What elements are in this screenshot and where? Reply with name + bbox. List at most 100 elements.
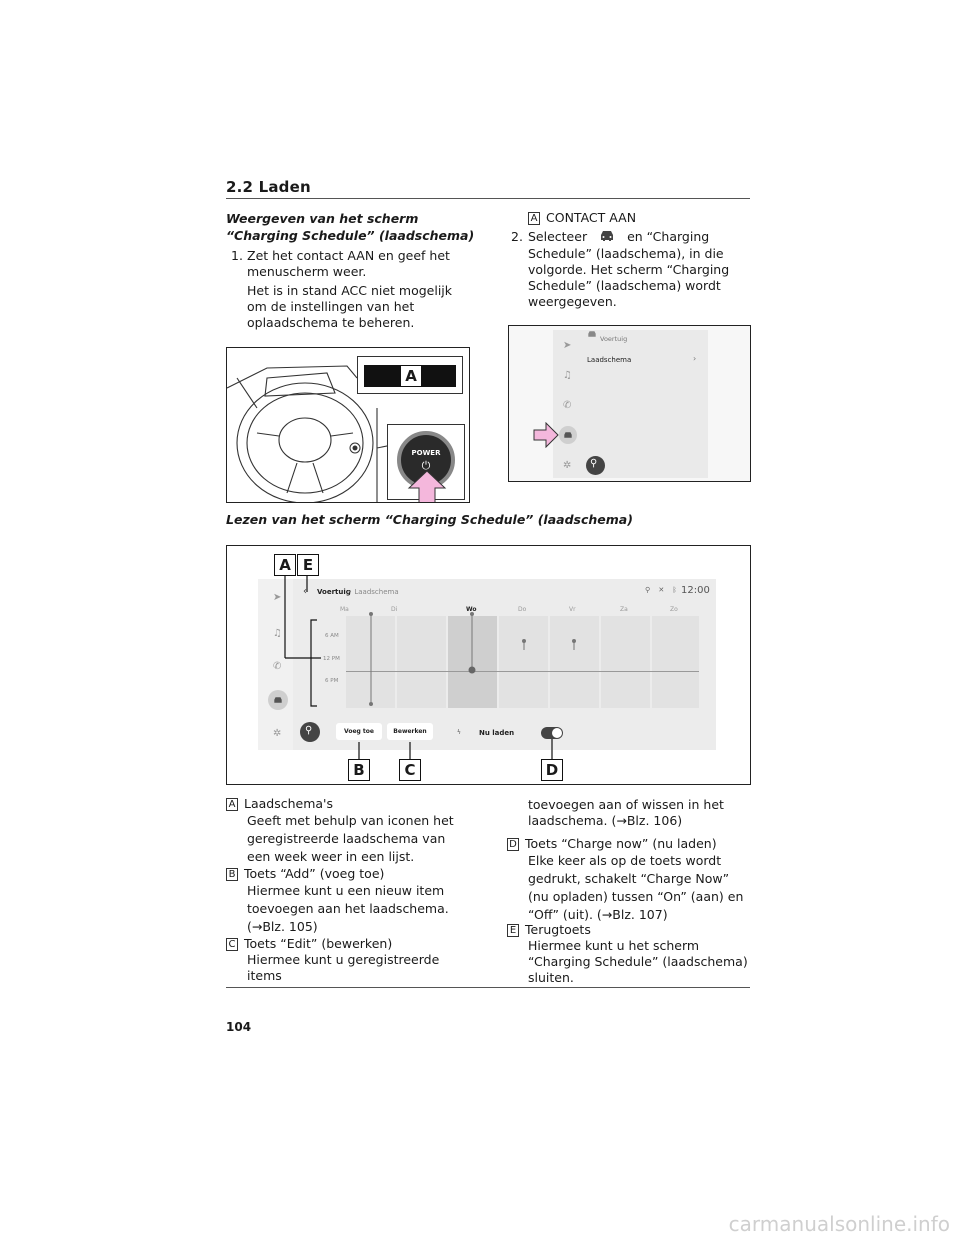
footer-rule [226,987,750,988]
day-do: Do [518,606,527,613]
label-a-row: A CONTACT AAN [528,210,636,226]
day-di: Di [391,606,398,613]
menu-header: Voertuig [600,335,628,343]
car-icon [599,229,615,246]
vehicle-menu-button[interactable] [559,426,577,444]
fig3-label-a: A [274,554,296,576]
legend-b-key: B [226,868,238,881]
step2-post: en “Charging Schedule” (laadschema), in … [528,229,730,309]
callout-label-a: A [400,365,422,387]
label-a-key: A [528,212,540,225]
time-6am: 6 AM [325,633,339,639]
add-button[interactable]: Voeg toe [336,723,382,740]
search-icon: ⚲ [305,725,313,736]
column-vr[interactable] [550,616,599,708]
fig3-label-e: E [297,554,319,576]
step1-text: Zet het contact AAN en geef het menusche… [247,248,450,279]
label-a-text: CONTACT AAN [546,210,637,225]
callout-box: A [357,356,463,394]
legend-a-title: Laadschema's [244,796,334,811]
legend-d: D Toets “Charge now” (nu laden) Elke keer… [507,836,751,924]
legend-d-title: Toets “Charge now” (nu laden) [525,836,717,851]
reading-heading: Lezen van het scherm “Charging Schedule”… [226,512,633,527]
charge-plug-icon: ⚲ [645,586,651,594]
day-vr: Vr [569,606,576,613]
gear-icon[interactable]: ✲ [563,460,572,471]
section-title: 2.2 Laden [226,178,311,196]
navigation-icon[interactable]: ➤ [563,340,572,351]
search-button[interactable]: ⚲ [300,722,320,742]
signal-off-icon: ✕ [658,586,665,594]
vehicle-menu-button[interactable] [268,690,288,710]
search-icon: ⚲ [590,458,598,469]
phone-icon[interactable]: ✆ [563,400,572,411]
music-icon[interactable]: ♫ [273,628,282,639]
day-zo: Zo [670,606,678,613]
pink-arrow-up-icon [407,470,447,502]
time-12pm: 12 PM [323,656,340,662]
legend-c-continued: toevoegen aan of wissen in het laadschem… [528,797,724,828]
step1-note: Het is in stand ACC niet mogelijk om de … [247,283,453,330]
header-crumb: • Laadschema [348,588,399,596]
column-di[interactable] [397,616,446,708]
legend-d-key: D [507,838,519,851]
navigation-icon[interactable]: ➤ [273,592,282,603]
figure-schedule-screen: ➤ ♫ ✆ ✲ ‹ Voertuig • Laadschema ⚲ ✕ ᛒ 12… [226,545,751,785]
watermark: carmanualsonline.info [728,1212,950,1236]
legend-d-text: Elke keer als op de toets wordt gedrukt,… [528,853,744,922]
day-wo: Wo [466,606,477,613]
legend-b-text: Hiermee kunt u een nieuw item toevoegen … [247,883,449,934]
screen-area [553,330,708,478]
step1-number: 1. [231,248,243,263]
car-icon [274,697,282,703]
left-heading: Weergeven van het scherm “Charging Sched… [226,211,475,243]
figure-menu-screen: ➤ ♫ ✆ ✲ Voertuig Laadschema › ⚲ [508,325,751,482]
power-symbol-icon: ⏻ [421,459,431,472]
bolt-icon: ϟ [457,729,461,736]
callout-lines [284,574,553,760]
charge-now-label: Nu laden [479,729,515,737]
legend-a-key: A [226,798,238,811]
legend-b-title: Toets “Add” (voeg toe) [244,866,385,881]
header-title: Voertuig [317,588,351,596]
search-button[interactable]: ⚲ [586,456,605,475]
legend-b: B Toets “Add” (voeg toe) Hiermee kunt u e… [226,866,470,936]
back-button[interactable]: ‹ [303,586,307,597]
bluetooth-icon: ᛒ [672,586,677,594]
fig3-label-b: B [348,759,370,781]
gear-icon[interactable]: ✲ [273,728,282,739]
toggle-knob [552,728,562,738]
music-icon[interactable]: ♫ [563,370,572,381]
schedule-grid [346,616,699,708]
legend-e-title: Terugtoets [525,922,591,937]
clock: 12:00 [681,585,710,596]
phone-icon[interactable]: ✆ [273,661,282,672]
legend-c-key: C [226,938,238,951]
edit-button[interactable]: Bewerken [387,723,433,740]
legend-c-title: Toets “Edit” (bewerken) [244,936,393,951]
figure-power-button: A POWER ⏻ [226,347,470,503]
fig3-label-c: C [399,759,421,781]
day-ma: Ma [340,606,349,613]
pink-arrow-right-icon [533,422,559,448]
column-zo[interactable] [652,616,699,708]
legend-e-text: Hiermee kunt u het scherm “Charging Sche… [528,938,748,985]
time-6pm: 6 PM [325,678,339,684]
power-label: POWER [411,449,441,457]
step2-number: 2. [511,229,523,244]
column-do[interactable] [499,616,548,708]
column-za[interactable] [601,616,650,708]
charge-now-toggle[interactable] [541,727,563,739]
day-za: Za [620,606,628,613]
dashboard-illustration [227,365,428,502]
car-icon [564,432,572,438]
menu-item-laadschema[interactable]: Laadschema [587,356,632,364]
schedule-markers [369,612,576,706]
header-rule [226,198,750,199]
status-icons: ⚲ ✕ ᛒ [645,586,677,594]
step2-text: Selecteer en “Charging Schedule” (laadsc… [528,229,748,310]
step2-pre: Selecteer [528,229,588,244]
